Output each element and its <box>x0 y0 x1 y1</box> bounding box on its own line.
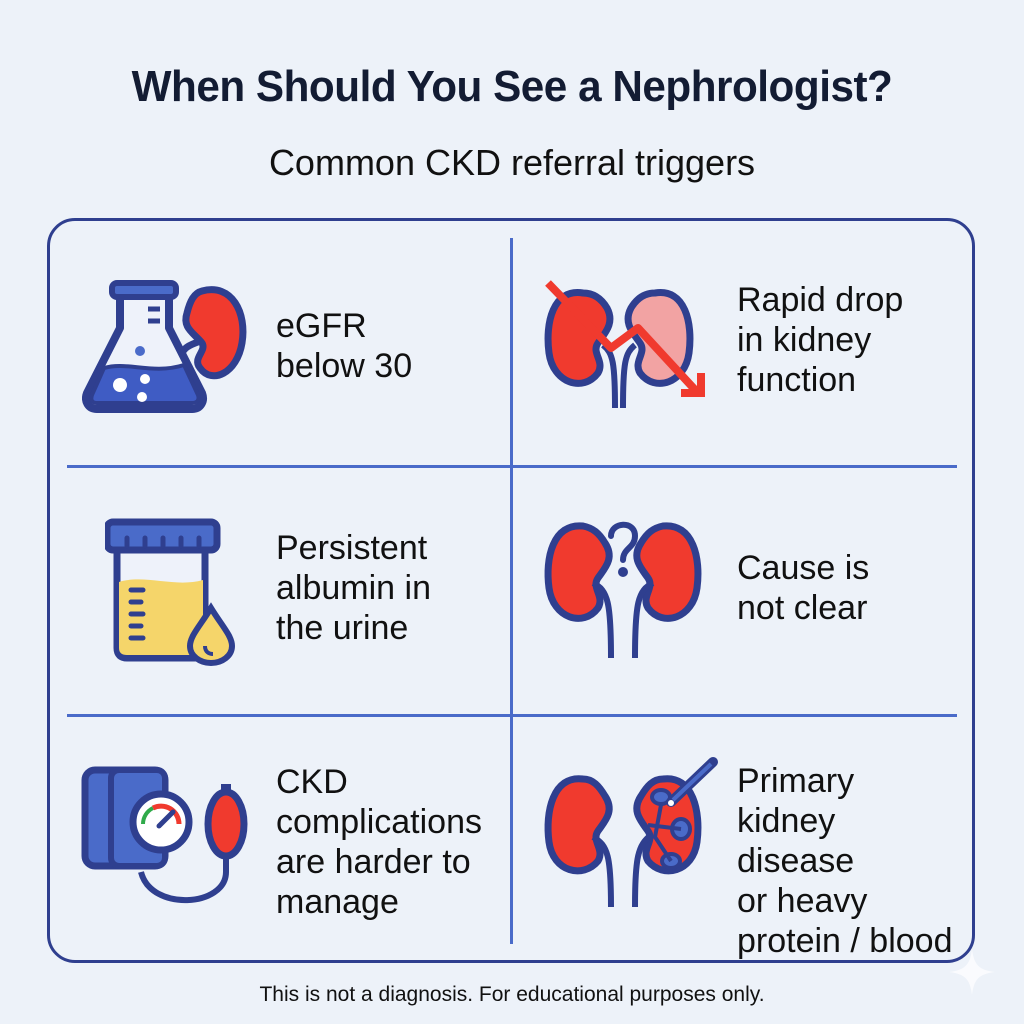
trigger-card-complications: CKD complications are harder to manage <box>67 717 510 944</box>
trigger-label: eGFR below 30 <box>276 307 413 385</box>
trigger-label: Persistent albumin in the urine <box>276 529 431 647</box>
disclaimer: This is not a diagnosis. For educational… <box>259 983 765 1006</box>
trigger-card-cause-unclear: Cause is not clear <box>513 468 957 714</box>
grid-divider-horizontal-1 <box>67 465 957 468</box>
triggers-panel <box>47 218 975 963</box>
kidney-biopsy-icon <box>543 757 723 912</box>
trigger-label: CKD complications are harder to manage <box>276 763 482 921</box>
trigger-card-egfr: eGFR below 30 <box>67 238 510 465</box>
trigger-card-primary-disease: Primary kidney disease or heavy protein … <box>513 717 957 960</box>
page-title: When Should You See a Nephrologist? <box>131 62 893 111</box>
grid-divider-horizontal-2 <box>67 714 957 717</box>
trigger-label: Rapid drop in kidney function <box>737 281 904 399</box>
urine-cup-drop-icon <box>103 518 236 673</box>
flask-kidney-icon <box>82 273 262 428</box>
trigger-card-rapid-drop: Rapid drop in kidney function <box>513 238 957 465</box>
trigger-label: Cause is not clear <box>737 549 870 627</box>
kidneys-down-arrow-icon <box>543 273 713 418</box>
trigger-label: Primary kidney disease or heavy protein … <box>737 762 953 960</box>
trigger-card-albumin: Persistent albumin in the urine <box>67 468 510 714</box>
sparkle-icon <box>947 947 997 1002</box>
page-subtitle: Common CKD referral triggers <box>268 142 756 183</box>
blood-pressure-cuff-icon <box>81 762 251 917</box>
grid-divider-vertical <box>510 238 513 944</box>
kidneys-question-icon <box>543 508 713 663</box>
